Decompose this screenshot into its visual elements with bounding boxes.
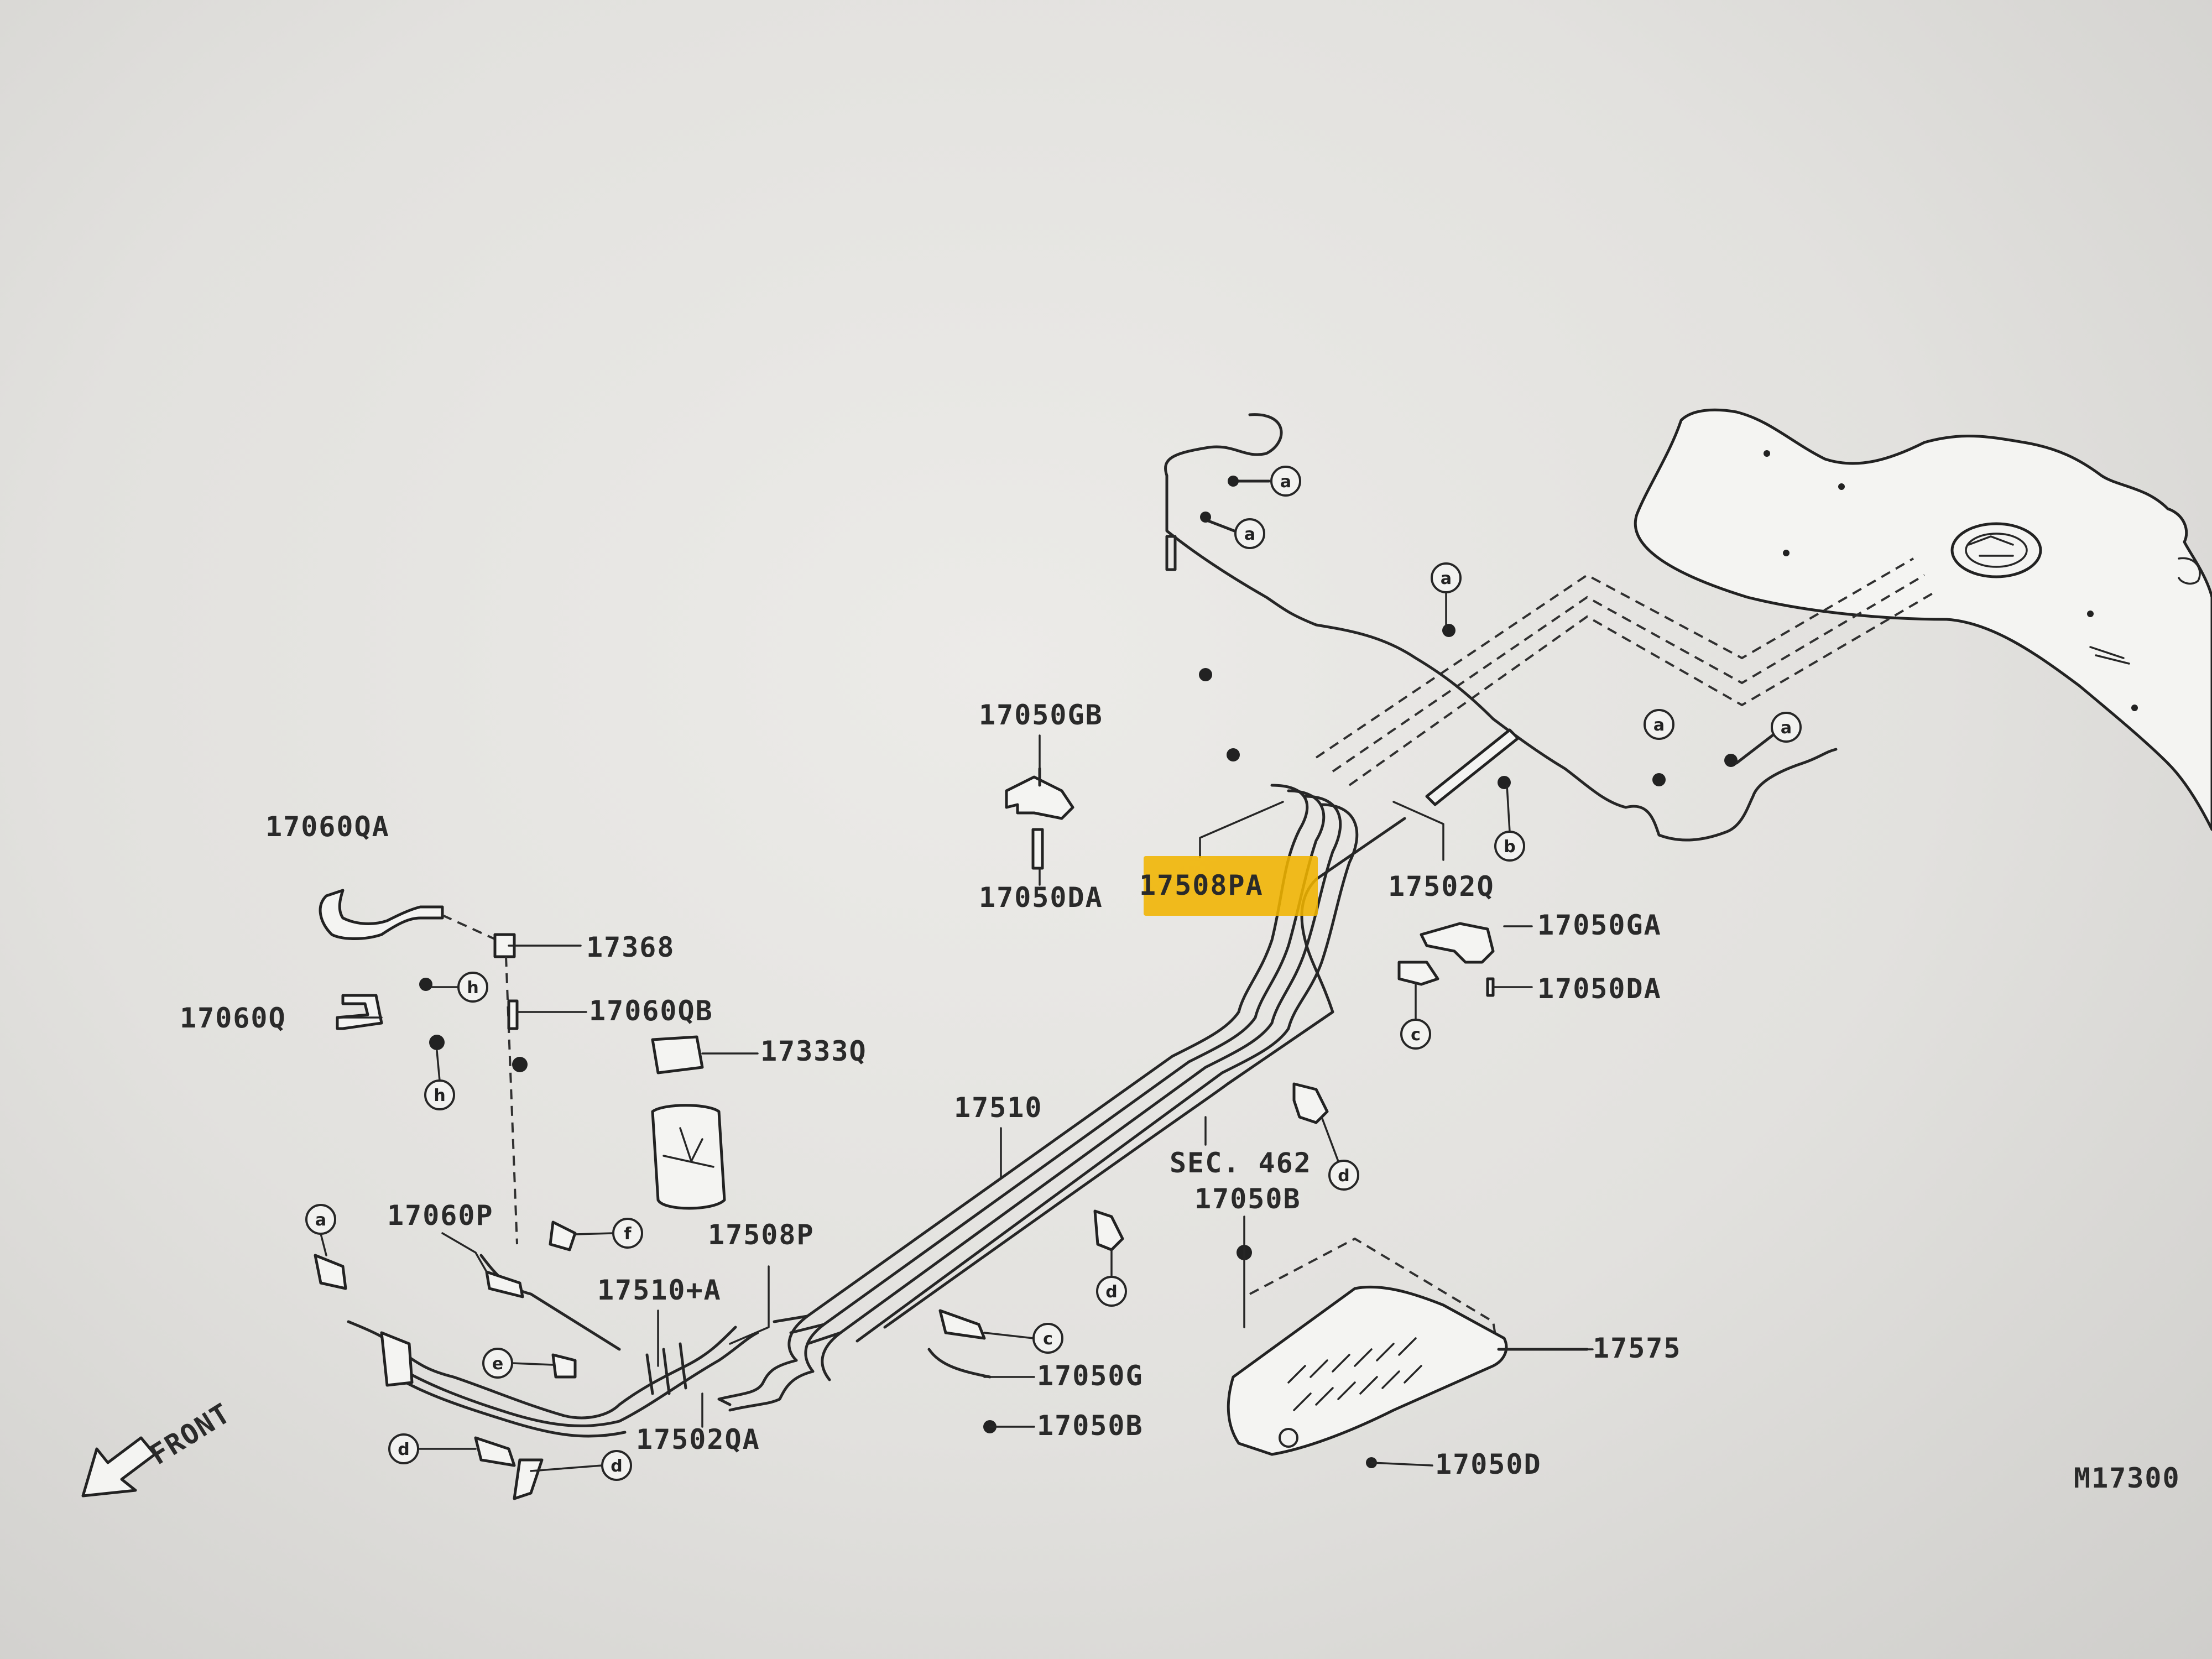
callout-a: a [1270,466,1301,497]
front-label: FRONT [144,1397,237,1471]
tube-clips [314,624,1738,1500]
callout-a: a [1234,518,1265,549]
label-17502Q: 17502Q [1388,870,1495,902]
callout-c: c [1400,1019,1431,1050]
front-arrow-icon [81,1436,156,1498]
label-17050GB: 17050GB [979,699,1103,731]
front-left-tube-group [347,1254,759,1438]
callout-f: f [612,1218,643,1249]
callout-b: b [1494,831,1525,862]
label-17333Q: 17333Q [760,1035,867,1067]
svg-text:c: c [1411,1025,1421,1045]
svg-text:d: d [1105,1282,1117,1302]
label-17060Q: 17060Q [180,1002,286,1034]
label-sec-462: SEC. 462 [1170,1147,1312,1179]
label-17508PA: 17508PA [1139,869,1264,901]
label-17060QA: 17060QA [265,811,390,843]
label-17508P: 17508P [708,1219,815,1251]
callout-d: d [388,1433,419,1464]
callout-h: h [457,972,488,1003]
label-17060P: 17060P [387,1199,494,1232]
svg-text:a: a [1781,718,1792,738]
callout-e: e [482,1348,513,1379]
label-17050DA-left: 17050DA [979,881,1103,914]
under-cover-protector [1227,1237,1589,1456]
vent-hose-assembly [319,889,528,1245]
label-17050G: 17050G [1037,1360,1144,1392]
main-fuel-tube-bundle [717,784,1406,1412]
callout-a: a [1431,562,1462,593]
callout-d: d [1328,1160,1359,1191]
leader-lines [336,734,1594,1467]
svg-text:c: c [1043,1329,1053,1349]
svg-text:a: a [315,1211,326,1230]
diagram-code: M17300 [2074,1462,2180,1494]
svg-text:e: e [492,1354,503,1374]
front-direction-indicator: FRONT [81,1397,237,1498]
label-17510A: 17510+A [597,1274,722,1306]
label-17575: 17575 [1593,1332,1682,1364]
rear-fuel-tube [1164,413,1838,842]
callout-a: a [1644,709,1674,740]
reference-callouts: a a a a a b c d d c h h f a e d d [305,466,1802,1481]
svg-text:a: a [1244,525,1255,544]
fuel-filter-assembly [651,1035,726,1210]
callout-c: c [1032,1323,1063,1354]
svg-text:a: a [1653,716,1665,735]
callout-a: a [305,1204,336,1235]
tube-bracket-upper [1005,767,1074,870]
svg-text:d: d [398,1440,409,1459]
svg-text:a: a [1441,569,1452,588]
svg-text:f: f [624,1224,632,1244]
callout-d: d [1096,1276,1127,1307]
tube-bracket-right [1397,922,1495,997]
highlight-17508PA [1144,856,1318,916]
label-17050B-lower: 17050B [1037,1410,1144,1442]
label-17368: 17368 [586,931,675,963]
tube-clamp-strap [1425,728,1520,806]
svg-text:a: a [1280,472,1291,492]
label-17050GA: 17050GA [1537,909,1662,941]
callout-a: a [1771,712,1802,743]
svg-text:d: d [611,1457,622,1476]
label-17050D: 17050D [1435,1448,1542,1480]
callout-d: d [601,1450,632,1481]
label-17050DA-right: 17050DA [1537,973,1662,1005]
dashed-mount-outline [1315,557,1937,786]
svg-text:d: d [1338,1166,1349,1186]
label-17060QB: 17060QB [589,995,713,1027]
fuel-tank [1634,408,2212,831]
callout-h: h [424,1079,455,1110]
part-labels: 17050GB 17060QA 17050DA 17508PA 17502Q 1… [180,699,2180,1494]
svg-text:h: h [434,1086,445,1105]
svg-text:h: h [467,978,478,998]
label-17050B-upper: 17050B [1194,1183,1301,1215]
label-17502QA: 17502QA [636,1423,760,1455]
svg-text:b: b [1504,837,1515,857]
label-17510: 17510 [954,1092,1043,1124]
